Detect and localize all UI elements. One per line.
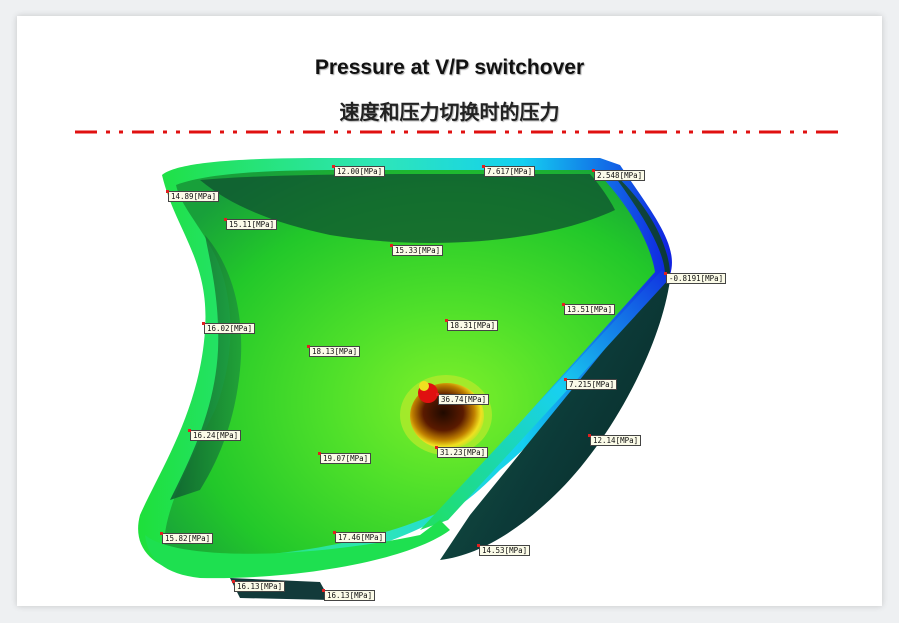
pressure-label: 18.13[MPa] xyxy=(306,345,361,357)
pressure-label: 15.33[MPa] xyxy=(389,244,444,256)
pressure-label: -0.8191[MPa] xyxy=(663,272,727,284)
gate-point xyxy=(419,381,429,391)
part-top-shadow xyxy=(200,174,615,243)
slide-subtitle: 速度和压力切换时的压力 xyxy=(339,100,560,124)
part-bottom-lip xyxy=(145,520,450,579)
part-face xyxy=(164,170,655,555)
pressure-label: 16.02[MPa] xyxy=(201,322,256,334)
pressure-label: 7.617[MPa] xyxy=(481,165,536,177)
pressure-label: 2.548[MPa] xyxy=(591,169,646,181)
slide-title: Pressure at V/P switchover xyxy=(314,56,585,79)
pressure-label: 16.13[MPa] xyxy=(231,580,286,592)
pressure-label: 16.24[MPa] xyxy=(187,429,242,441)
pressure-label: 16.13[MPa] xyxy=(321,589,376,601)
pressure-label: 15.82[MPa] xyxy=(159,532,214,544)
pressure-label: 14.89[MPa] xyxy=(165,190,220,202)
pressure-label: 18.31[MPa] xyxy=(444,319,499,331)
pressure-label: 13.51[MPa] xyxy=(561,303,616,315)
pressure-label: 12.00[MPa] xyxy=(331,165,386,177)
pressure-label: 31.23[MPa] xyxy=(434,446,489,458)
pressure-label: 36.74[MPa] xyxy=(435,393,490,405)
pressure-label: 12.14[MPa] xyxy=(587,434,642,446)
dash-dot-divider xyxy=(75,130,845,134)
part-right-section xyxy=(440,170,671,560)
pressure-label: 15.11[MPa] xyxy=(223,218,278,230)
pressure-label: 19.07[MPa] xyxy=(317,452,372,464)
pressure-label: 17.46[MPa] xyxy=(332,531,387,543)
pressure-label: 7.215[MPa] xyxy=(563,378,618,390)
part-diagonal-edge xyxy=(420,270,670,530)
pressure-label: 14.53[MPa] xyxy=(476,544,531,556)
